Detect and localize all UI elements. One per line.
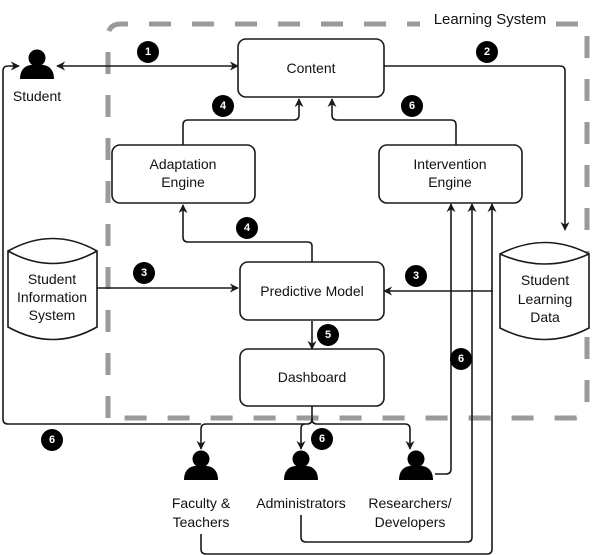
- step-badge-3-sis: 3: [133, 262, 155, 284]
- node-content-label: Content: [286, 60, 335, 76]
- node-intervention-label-line2: Engine: [428, 174, 472, 190]
- node-predictive-label: Predictive Model: [260, 283, 364, 299]
- svg-text:2: 2: [484, 46, 490, 58]
- administrators-person-icon: [284, 450, 318, 480]
- svg-text:1: 1: [145, 46, 151, 58]
- step-badge-4-content: 4: [212, 95, 234, 117]
- node-student-learning-data[interactable]: Student Learning Data: [499, 241, 590, 341]
- node-sld-label-line2: Learning: [518, 291, 573, 307]
- step-badge-6-student: 6: [41, 429, 63, 451]
- node-student-information-system[interactable]: Student Information System: [7, 237, 98, 341]
- step-badges: 1 2 3 3 4 4 5 6 6 6 6: [41, 41, 498, 451]
- node-sld-label-line3: Data: [530, 309, 560, 325]
- step-badge-6-dashboard: 6: [311, 428, 333, 450]
- svg-text:5: 5: [325, 329, 331, 341]
- actor-faculty-teachers[interactable]: Faculty & Teachers: [172, 450, 231, 531]
- node-adaptation-engine[interactable]: Adaptation Engine: [111, 144, 256, 204]
- node-adaptation-label-line1: Adaptation: [150, 156, 217, 172]
- actor-researchers-label-line2: Developers: [375, 514, 446, 530]
- edge-dashboard-researchers: [311, 418, 415, 450]
- edge-faculty-intervention: [200, 203, 497, 555]
- node-sis-label-line3: System: [29, 307, 76, 323]
- step-badge-3-sld: 3: [405, 265, 427, 287]
- boundary-label: Learning System: [434, 11, 547, 28]
- student-person-icon: [20, 49, 54, 79]
- actor-researchers-developers[interactable]: Researchers/ Developers: [368, 450, 452, 531]
- edge-predictive-adaptation: [178, 204, 313, 262]
- step-badge-6-intervention: 6: [450, 348, 472, 370]
- edge-adaptation-content: [182, 98, 304, 145]
- svg-text:6: 6: [458, 353, 464, 365]
- faculty-person-icon: [184, 450, 218, 480]
- edge-dashboard-admins: [296, 423, 306, 450]
- actor-faculty-label-line1: Faculty &: [172, 495, 231, 511]
- actor-administrators-label: Administrators: [256, 495, 345, 511]
- node-dashboard[interactable]: Dashboard: [239, 348, 385, 407]
- node-sis-label-line1: Student: [28, 271, 76, 287]
- svg-text:4: 4: [220, 100, 227, 112]
- learning-system-boundary: Learning System: [105, 9, 590, 421]
- node-content[interactable]: Content: [237, 38, 385, 98]
- actor-researchers-label-line1: Researchers/: [368, 495, 451, 511]
- step-badge-6-content: 6: [401, 95, 423, 117]
- svg-text:6: 6: [319, 433, 325, 445]
- node-intervention-engine[interactable]: Intervention Engine: [378, 144, 523, 204]
- node-sld-label-line1: Student: [521, 272, 569, 288]
- node-dashboard-label: Dashboard: [278, 369, 347, 385]
- actor-student[interactable]: Student: [13, 49, 61, 105]
- node-predictive-model[interactable]: Predictive Model: [239, 261, 385, 321]
- actor-faculty-label-line2: Teachers: [173, 514, 230, 530]
- actor-student-label: Student: [13, 88, 61, 104]
- edge-admins-intervention: [300, 203, 477, 543]
- researchers-person-icon: [399, 450, 433, 480]
- node-sis-label-line2: Information: [17, 289, 87, 305]
- svg-text:4: 4: [244, 222, 251, 234]
- edges: [2, 61, 570, 555]
- step-badge-2: 2: [476, 41, 498, 63]
- svg-text:6: 6: [409, 100, 415, 112]
- edge-researchers-intervention: [435, 203, 456, 475]
- svg-text:3: 3: [141, 267, 147, 279]
- step-badge-1: 1: [137, 41, 159, 63]
- edge-content-sld: [384, 65, 570, 231]
- svg-text:6: 6: [49, 434, 55, 446]
- step-badge-5: 5: [317, 324, 339, 346]
- svg-text:3: 3: [413, 270, 419, 282]
- node-intervention-label-line1: Intervention: [413, 156, 486, 172]
- edge-dashboard-faculty: [196, 406, 313, 450]
- step-badge-4-adaptation: 4: [236, 217, 258, 239]
- node-adaptation-label-line2: Engine: [161, 174, 205, 190]
- actor-administrators[interactable]: Administrators: [256, 450, 346, 512]
- edge-dashboard-student: [2, 61, 201, 425]
- edge-intervention-content: [327, 98, 457, 145]
